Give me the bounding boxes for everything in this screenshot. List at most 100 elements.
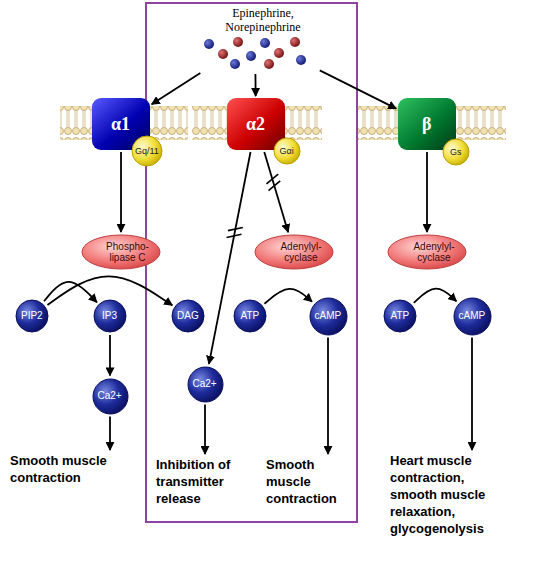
node-label: Epinephrine, Norepinephrine xyxy=(217,6,309,34)
text-holder: α1 xyxy=(111,114,130,134)
g-protein-circle: Gαi xyxy=(273,137,301,165)
highlight-frame xyxy=(146,3,357,522)
receptor-shape xyxy=(227,98,285,150)
enzyme-ellipse: Adenylyl- cyclase xyxy=(387,234,467,270)
node-label: IP3 xyxy=(102,310,117,322)
g-protein-circle: Gq/11 xyxy=(131,135,163,167)
text-holder: IP3 xyxy=(102,310,117,322)
node-label: α1 xyxy=(111,114,130,134)
round-shape xyxy=(132,136,162,166)
node-label: β xyxy=(422,114,431,134)
node-label: Smooth muscle contraction xyxy=(266,456,352,507)
node-label: ATP xyxy=(241,310,260,322)
signal-arrow xyxy=(204,405,206,455)
node-label: Smooth muscle contraction xyxy=(10,452,138,486)
signal-arrow xyxy=(327,338,329,455)
node-label: α2 xyxy=(246,114,265,134)
inhibition-mark xyxy=(228,227,243,230)
molecule-circle: cAMP xyxy=(453,297,492,336)
text-holder: Phospho- lipase C xyxy=(100,241,156,263)
inhibition-mark xyxy=(227,234,242,237)
enzyme-ellipse: Phospho- lipase C xyxy=(81,234,161,270)
molecule-circle: DAG xyxy=(171,299,205,333)
text-holder: Gαi xyxy=(280,146,294,157)
text-holder: Ca2+ xyxy=(193,378,217,390)
node-label: cAMP xyxy=(459,310,486,322)
node-label: Gs xyxy=(450,147,462,158)
effect-label: Heart muscle contraction, smooth muscle … xyxy=(390,452,502,537)
signal-arrow xyxy=(426,152,428,232)
round-shape xyxy=(255,235,333,269)
text-holder: cAMP xyxy=(459,310,486,322)
signal-arrow xyxy=(320,70,396,108)
round-shape xyxy=(454,298,491,335)
hormone-dot xyxy=(260,38,270,48)
node-label: Inhibition of transmitter release xyxy=(156,456,256,507)
text-holder: Heart muscle contraction, smooth muscle … xyxy=(390,452,502,537)
effect-label: Inhibition of transmitter release xyxy=(156,456,256,507)
signal-arrow xyxy=(109,335,111,376)
text-holder: DAG xyxy=(177,310,199,322)
signal-arrow xyxy=(414,289,457,303)
signal-arrow xyxy=(471,338,473,451)
round-shape xyxy=(384,300,416,332)
text-holder: β xyxy=(422,114,431,134)
node-label: Ca2+ xyxy=(98,390,122,402)
molecule-circle: cAMP xyxy=(309,297,348,336)
signal-arrow xyxy=(109,417,111,451)
text-holder: Ca2+ xyxy=(98,390,122,402)
hormone-dot xyxy=(218,49,228,59)
hormone-dot xyxy=(274,48,284,58)
hormone-dot xyxy=(296,55,306,65)
text-holder: Adenylyl- cyclase xyxy=(273,241,329,263)
text-holder: Adenylyl- cyclase xyxy=(406,241,462,263)
round-shape xyxy=(82,235,160,269)
text-holder: ATP xyxy=(391,310,410,322)
round-shape xyxy=(94,300,126,332)
round-shape xyxy=(274,138,300,164)
signal-arrow xyxy=(209,152,251,364)
text-holder: Gq/11 xyxy=(135,146,159,157)
text-holder: α2 xyxy=(246,114,265,134)
text-holder: Inhibition of transmitter release xyxy=(156,456,256,507)
text-holder: Smooth muscle contraction xyxy=(10,452,138,486)
round-shape xyxy=(16,300,48,332)
signal-arrow xyxy=(264,289,312,304)
hormone-molecules xyxy=(192,36,318,72)
inhibition-mark xyxy=(266,174,278,184)
signal-arrow xyxy=(120,152,122,232)
hormone-dot xyxy=(246,51,256,61)
node-label: Ca2+ xyxy=(193,378,217,390)
round-shape xyxy=(188,367,223,402)
molecule-circle: ATP xyxy=(233,299,267,333)
node-label: Phospho- lipase C xyxy=(100,241,156,263)
enzyme-ellipse: Adenylyl- cyclase xyxy=(254,234,334,270)
hormone-dot xyxy=(264,59,274,69)
node-label: Heart muscle contraction, smooth muscle … xyxy=(390,452,502,537)
round-shape xyxy=(93,379,128,414)
hormone-dot xyxy=(233,37,243,47)
hormone-dot xyxy=(230,59,240,69)
round-shape xyxy=(388,235,466,269)
effect-label: Smooth muscle contraction xyxy=(266,456,352,507)
text-holder: PIP2 xyxy=(21,310,43,322)
round-shape xyxy=(443,139,469,165)
hormone-dot xyxy=(290,37,300,47)
node-label: Gq/11 xyxy=(135,146,159,157)
signal-arrow xyxy=(152,73,201,104)
molecule-circle: PIP2 xyxy=(15,299,49,333)
text-holder: cAMP xyxy=(315,310,342,322)
node-label: PIP2 xyxy=(21,310,43,322)
molecule-circle: IP3 xyxy=(93,299,127,333)
signal-arrow xyxy=(255,74,257,96)
receptor-box: α2 xyxy=(227,98,285,150)
round-shape xyxy=(234,300,266,332)
molecule-circle: Ca2+ xyxy=(187,366,224,403)
text-holder: ATP xyxy=(241,310,260,322)
round-shape xyxy=(172,300,204,332)
node-label: Gαi xyxy=(280,146,294,157)
node-label: DAG xyxy=(177,310,199,322)
molecule-circle: ATP xyxy=(383,299,417,333)
text-holder: Epinephrine, Norepinephrine xyxy=(217,6,309,34)
hormone-dot xyxy=(204,39,214,49)
